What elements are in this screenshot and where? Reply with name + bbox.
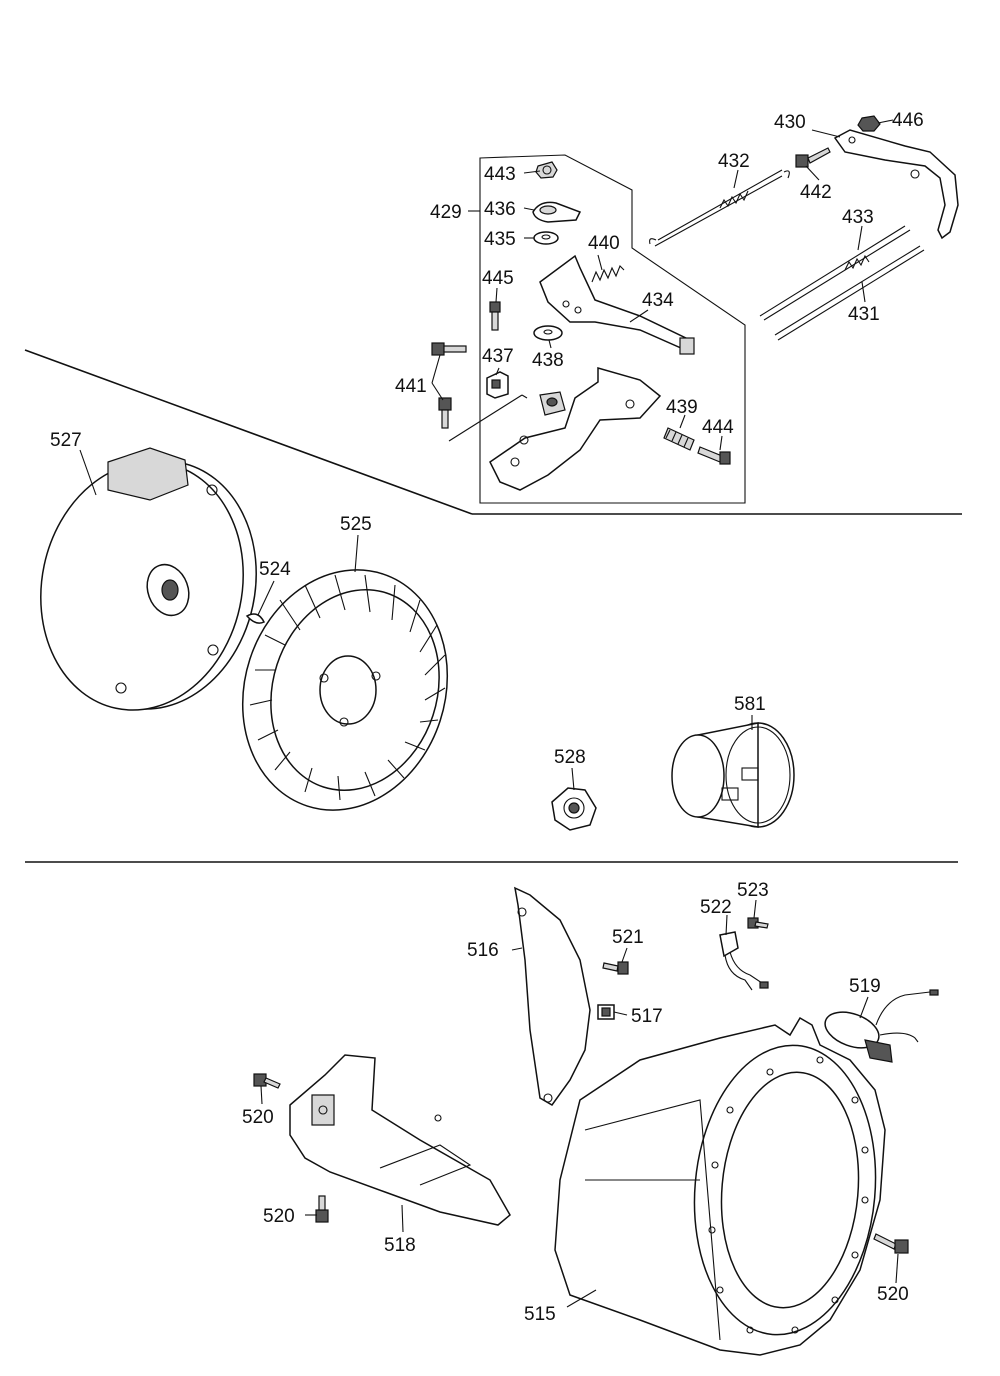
governor-assembly-outline: [479, 154, 746, 504]
spring-439-part: [663, 427, 695, 451]
screw-444-part: [697, 446, 731, 465]
label-429: 429: [430, 202, 462, 223]
section-divider-diagonal: [24, 349, 473, 515]
spring-440-part: [591, 265, 625, 283]
starter-cup-581-part: [671, 722, 795, 828]
label-435: 435: [484, 229, 516, 250]
label-437: 437: [482, 346, 514, 367]
label-439: 439: [666, 397, 698, 418]
rod-433-part: [759, 225, 925, 341]
flywheel-nut-528-part: [551, 787, 597, 831]
leader-lines: [79, 119, 899, 1308]
label-524: 524: [259, 559, 291, 580]
label-521: 521: [612, 927, 644, 948]
label-520-upper-left: 520: [242, 1107, 274, 1128]
label-520-lower-left: 520: [263, 1206, 295, 1227]
label-442: 442: [800, 182, 832, 203]
label-445: 445: [482, 268, 514, 289]
clip-517-part: [597, 1004, 615, 1020]
label-581: 581: [734, 694, 766, 715]
terminal-522-part: [719, 931, 769, 991]
label-440: 440: [588, 233, 620, 254]
air-guide-518-part: [289, 1054, 511, 1226]
screw-520-right-part: [873, 1233, 909, 1254]
bolts-441-part: [431, 342, 467, 429]
rod-432-part: [649, 169, 790, 247]
label-515: 515: [524, 1304, 556, 1325]
label-522: 522: [700, 897, 732, 918]
key-524-part: [245, 613, 266, 624]
clip-437-part: [486, 371, 509, 399]
label-432: 432: [718, 151, 750, 172]
label-434: 434: [642, 290, 674, 311]
label-430: 430: [774, 112, 806, 133]
nut-446-part: [857, 115, 881, 132]
screw-442-part: [795, 147, 831, 168]
screw-521-part: [602, 961, 629, 975]
label-436: 436: [484, 199, 516, 220]
label-438: 438: [532, 350, 564, 371]
label-446: 446: [892, 110, 924, 131]
flywheel-fan-525-part: [241, 569, 449, 811]
label-518: 518: [384, 1235, 416, 1256]
label-523: 523: [737, 880, 769, 901]
screw-520-left-upper-part: [253, 1073, 281, 1089]
label-443: 443: [484, 164, 516, 185]
screw-523-part: [747, 917, 769, 929]
lever-plate-436-part: [532, 201, 582, 223]
bolt-445-part: [489, 301, 501, 331]
blower-housing-515-part: [554, 1016, 886, 1356]
label-528: 528: [554, 747, 586, 768]
label-517: 517: [631, 1006, 663, 1027]
label-525: 525: [340, 514, 372, 535]
control-lever-430-part: [833, 129, 959, 240]
screw-520-left-lower-part: [315, 1195, 329, 1223]
label-433: 433: [842, 207, 874, 228]
baffle-516-part: [514, 886, 591, 1106]
label-441: 441: [395, 376, 427, 397]
label-520-right: 520: [877, 1284, 909, 1305]
label-444: 444: [702, 417, 734, 438]
label-431: 431: [848, 304, 880, 325]
switch-519-part: [824, 989, 939, 1063]
label-527: 527: [50, 430, 82, 451]
governor-lever-434-part: [539, 254, 695, 355]
label-519: 519: [849, 976, 881, 997]
washer-438-part: [533, 325, 563, 341]
governor-bracket-part: [489, 367, 662, 491]
washer-435-part: [533, 231, 559, 245]
flywheel-cover-527-part: [40, 447, 257, 711]
nut-443-part: [535, 161, 558, 179]
label-516: 516: [467, 940, 499, 961]
